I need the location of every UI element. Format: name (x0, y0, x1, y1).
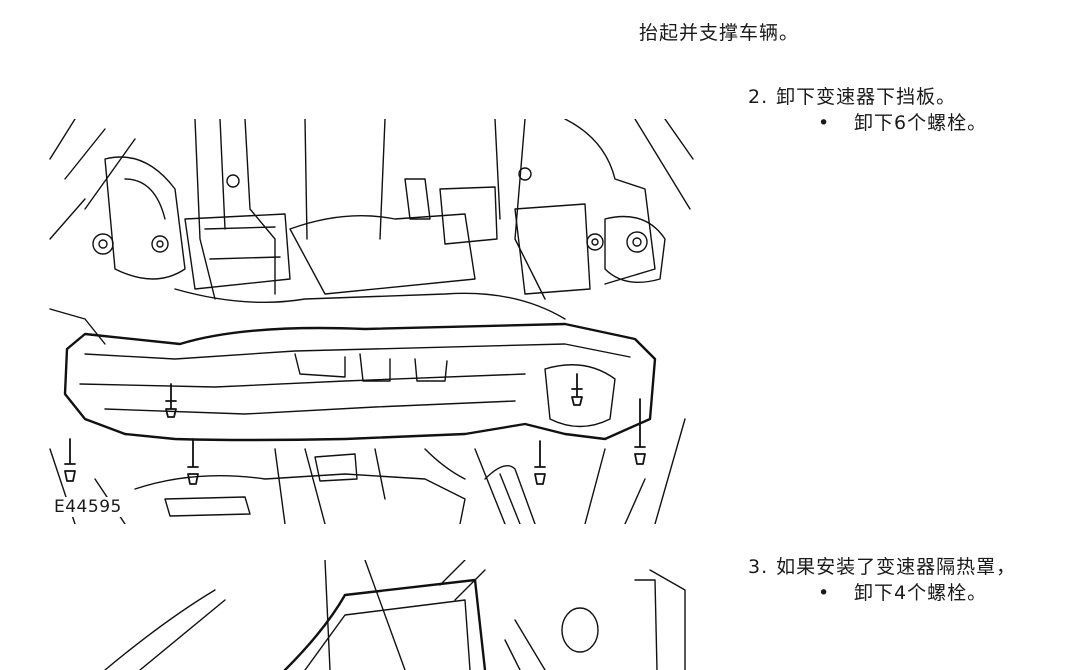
step-number: 2. (748, 86, 769, 108)
step-text: 如果安装了变速器隔热罩， (776, 556, 1017, 578)
figure-transmission-undershield (45, 119, 695, 524)
bullet-dot-icon: • (818, 112, 831, 134)
step-text: 卸下变速器下挡板。 (776, 86, 957, 108)
bullet-dot-icon: • (818, 582, 831, 604)
step-number: 3. (748, 556, 769, 578)
intro-instruction: 抬起并支撑车辆。 (639, 22, 800, 44)
bullet-text: 卸下6个螺栓。 (854, 112, 988, 134)
bullet-text: 卸下4个螺栓。 (854, 582, 988, 604)
step-bullet: • 卸下4个螺栓。 (818, 580, 1016, 606)
figure-id-label: E44595 (52, 497, 124, 517)
step-bullet: • 卸下6个螺栓。 (818, 110, 987, 136)
step-remove-heat-shield: 3. 如果安装了变速器隔热罩， • 卸下4个螺栓。 (748, 554, 1016, 606)
figure-heat-shield (45, 560, 695, 670)
step-remove-lower-shield: 2. 卸下变速器下挡板。 • 卸下6个螺栓。 (748, 84, 987, 136)
